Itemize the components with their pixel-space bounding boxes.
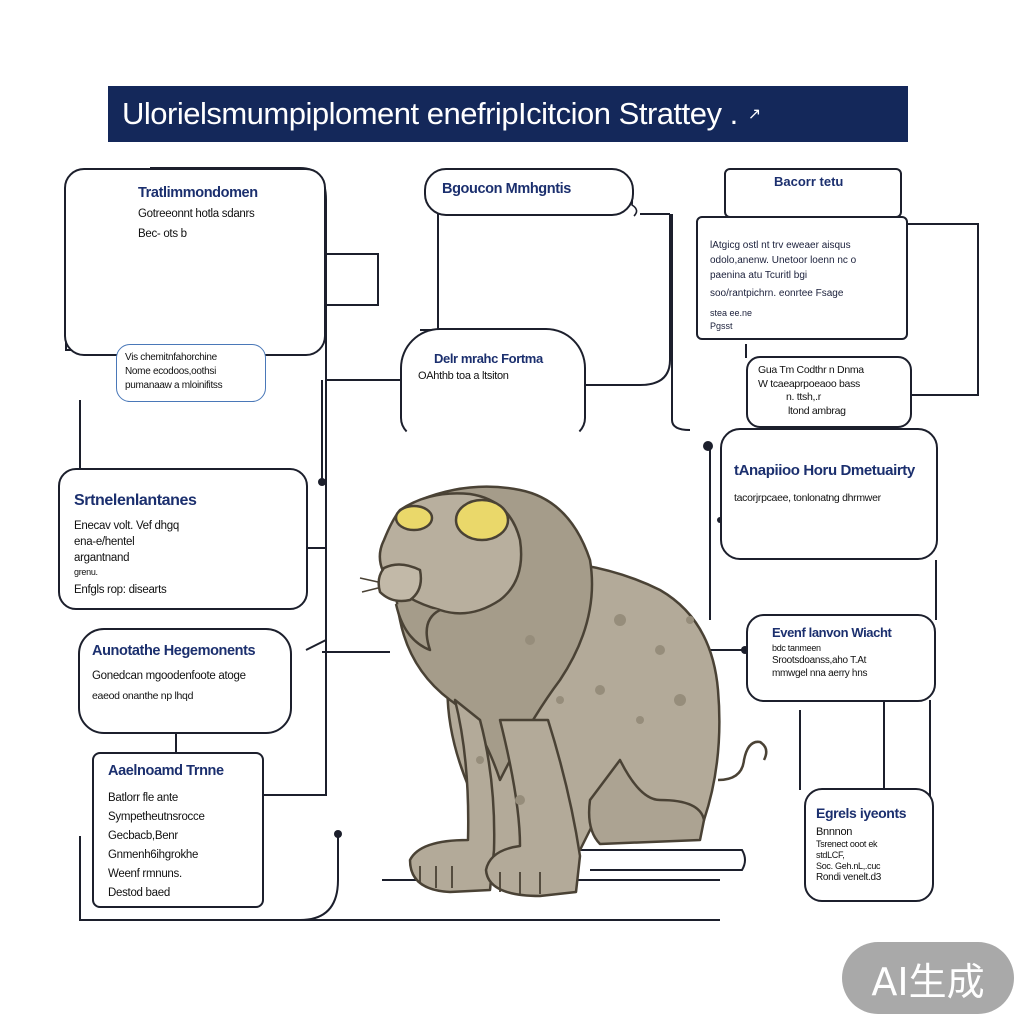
node-6-line-2: n. ttsh,.r bbox=[786, 391, 821, 403]
node-1: Bgoucon Mmhgntis bbox=[424, 168, 634, 216]
node-11-line-5: Destod baed bbox=[108, 887, 170, 899]
node-9: Aunotathe Hegemonents Gonedcan mgoodenfo… bbox=[78, 628, 292, 734]
node-11: Aaelnoamd Trnne Batlorr fle ante Sympeth… bbox=[92, 752, 264, 908]
node-10: Evenf lanvon Wiacht bdc tanmeen Srootsdo… bbox=[746, 614, 936, 702]
node-9-line-0: Gonedcan mgoodenfoote atoge bbox=[92, 670, 246, 682]
node-7-line-1: ena-e/hentel bbox=[74, 536, 135, 548]
node-5-heading: Delr mrahc Fortma bbox=[434, 351, 543, 366]
node-4: Vis chemitnfahorchine Nome ecodoos,ooths… bbox=[116, 344, 266, 402]
node-9-heading: Aunotathe Hegemonents bbox=[92, 643, 256, 659]
diagram-title: Ulorielsmumpiploment enefripIcitcion Str… bbox=[108, 86, 908, 142]
node-11-line-0: Batlorr fle ante bbox=[108, 792, 178, 804]
node-2: Bacorr tetu bbox=[724, 168, 902, 218]
node-0-line-1: Bec- ots b bbox=[138, 228, 187, 240]
node-11-heading: Aaelnoamd Trnne bbox=[108, 763, 224, 779]
node-6-line-1: W tcaeaprpoeaoo bass bbox=[758, 377, 860, 390]
title-arrow-icon: ↗ bbox=[747, 106, 761, 123]
node-12-line-3: Soc. Geh.nL,.cuc bbox=[816, 861, 881, 871]
node-8: tAnapiioo Horu Dmetuairty tacorjrpcaee, … bbox=[720, 428, 938, 560]
node-10-line-0: bdc tanmeen bbox=[772, 643, 821, 653]
node-12-line-2: stdLCF, bbox=[816, 850, 845, 860]
lion-illustration bbox=[359, 485, 768, 898]
node-4-line-2: pumanaaw a mloinifitss bbox=[125, 380, 223, 391]
node-7-line-0: Enecav volt. Vef dhgq bbox=[74, 520, 179, 532]
node-12-line-4: Rondi venelt.d3 bbox=[816, 872, 881, 883]
node-3-line-5: Pgsst bbox=[710, 321, 733, 331]
node-3-line-2: paenina atu Tcuritl bgi bbox=[710, 270, 808, 281]
node-7-line-3: grenu. bbox=[74, 567, 98, 577]
node-7-heading: Srtnelenlantanes bbox=[74, 492, 197, 509]
node-6-line-3: ltond ambrag bbox=[788, 404, 846, 417]
title-text: Ulorielsmumpiploment enefripIcitcion Str… bbox=[122, 96, 738, 131]
node-12-line-0: Bnnnon bbox=[816, 826, 853, 838]
node-7-line-2: argantnand bbox=[74, 552, 130, 564]
node-10-line-1: Srootsdoanss,aho T.At bbox=[772, 655, 867, 666]
node-3-line-4: stea ee.ne bbox=[710, 308, 753, 318]
node-10-line-2: mmwgel nna aerry hns bbox=[772, 668, 868, 679]
node-11-line-2: Gecbacb,Benr bbox=[108, 830, 178, 842]
node-7-line-4: Enfgls rop: disearts bbox=[74, 584, 167, 596]
node-2-heading: Bacorr tetu bbox=[774, 174, 844, 189]
node-4-line-1: Nome ecodoos,oothsi bbox=[125, 366, 217, 377]
node-3-line-0: lAtgicg ostl nt trv eweaer aisqus bbox=[710, 240, 851, 251]
node-0-line-0: Gotreeonnt hotla sdanrs bbox=[138, 208, 255, 220]
node-5: Delr mrahc Fortma OAhthb toa a ltsiton bbox=[400, 328, 586, 438]
node-12-heading: Egrels iyeonts bbox=[816, 805, 907, 821]
node-11-line-3: Gnmenh6ihgrokhe bbox=[108, 849, 199, 861]
node-0: Tratlimmondomen Gotreeonnt hotla sdanrs … bbox=[64, 168, 326, 356]
node-10-heading: Evenf lanvon Wiacht bbox=[772, 625, 892, 640]
node-5-line-0: OAhthb toa a ltsiton bbox=[418, 370, 509, 382]
node-1-heading: Bgoucon Mmhgntis bbox=[442, 181, 571, 197]
node-6: Gua Tm Codthr n Dnma W tcaeaprpoeaoo bas… bbox=[746, 356, 912, 428]
node-4-line-0: Vis chemitnfahorchine bbox=[125, 352, 217, 363]
node-6-line-0: Gua Tm Codthr n Dnma bbox=[758, 364, 864, 376]
node-0-heading: Tratlimmondomen bbox=[138, 185, 258, 201]
node-9-line-1: eaeod onanthe np lhqd bbox=[92, 690, 194, 702]
node-3-line-1: odolo,anenw. Unetoor loenn nc o bbox=[710, 255, 857, 266]
node-8-line-0: tacorjrpcaee, tonlonatng dhrmwer bbox=[734, 492, 881, 504]
node-11-line-4: Weenf rmnuns. bbox=[108, 868, 182, 880]
node-12: Egrels iyeonts Bnnnon Tsrenect ooot ek s… bbox=[804, 788, 934, 902]
node-8-heading: tAnapiioo Horu Dmetuairty bbox=[734, 462, 915, 479]
node-11-line-1: Sympetheutnsrocce bbox=[108, 811, 205, 823]
node-3: lAtgicg ostl nt trv eweaer aisqus odolo,… bbox=[696, 216, 908, 340]
node-12-line-1: Tsrenect ooot ek bbox=[816, 839, 878, 849]
ai-generated-badge: AI生成 bbox=[842, 942, 1014, 1014]
node-3-line-3: soo/rantpichrn. eonrtee Fsage bbox=[710, 288, 844, 299]
node-7: Srtnelenlantanes Enecav volt. Vef dhgq e… bbox=[58, 468, 308, 610]
